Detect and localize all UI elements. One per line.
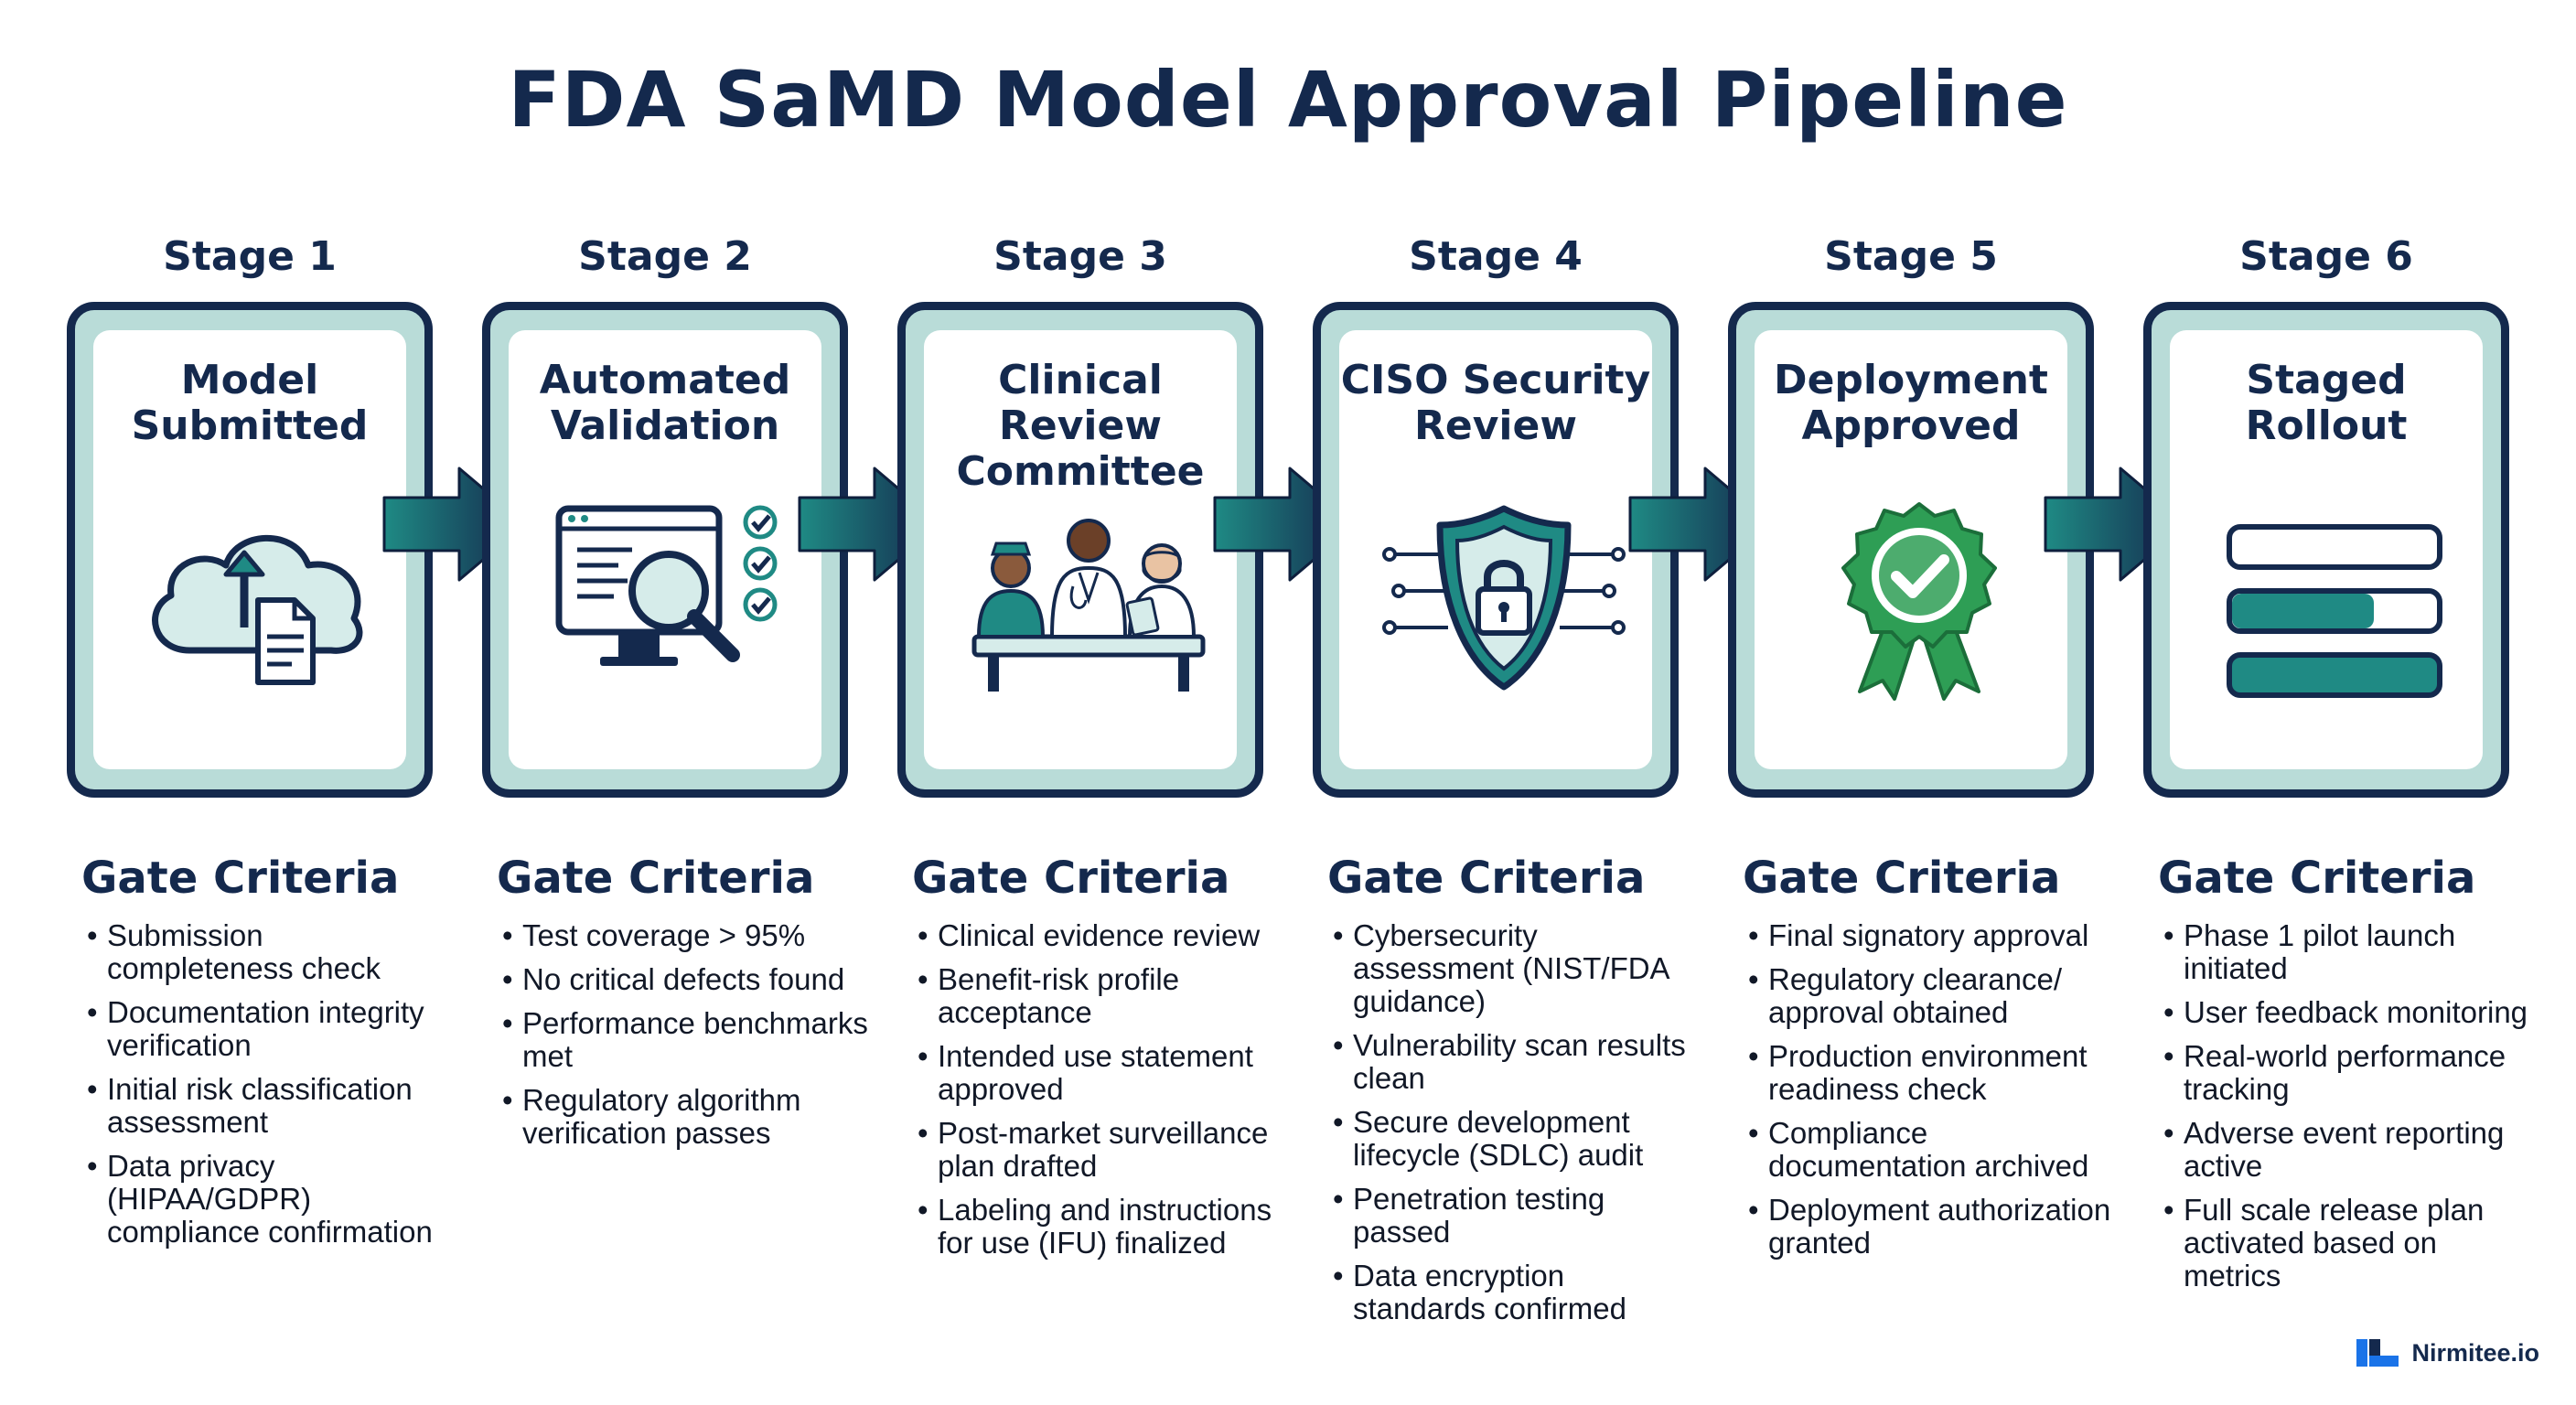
page-title: FDA SaMD Model Approval Pipeline [508,55,2068,145]
nirmitee-logo-icon [2356,1339,2399,1367]
criteria-item: Penetration testing passed [1333,1183,1699,1249]
gate-criteria-heading: Gate Criteria [81,853,400,904]
gate-criteria-list: Cybersecurity assessment (NIST/FDA guida… [1333,919,1699,1336]
gate-criteria-list: Phase 1 pilot launch initiated User feed… [2163,919,2529,1303]
criteria-item: Full scale release plan activated based … [2163,1194,2529,1292]
criteria-item: Documentation integrity verification [87,996,453,1062]
criteria-item: User feedback monitoring [2163,996,2529,1030]
criteria-item: Test coverage > 95% [502,919,868,953]
gate-criteria-heading: Gate Criteria [912,853,1230,904]
monitor-magnifier-checklist-icon [555,505,778,666]
criteria-item: Submission completeness check [87,919,453,985]
stage-card: Model Submitted [67,302,433,798]
criteria-item: Benefit-risk profile acceptance [918,963,1283,1029]
criteria-item: Real-world performance tracking [2163,1040,2529,1106]
stage-card: Automated Validation [482,302,848,798]
criteria-item: Initial risk classification assessment [87,1073,453,1139]
criteria-item: No critical defects found [502,963,868,997]
criteria-item: Intended use statement approved [918,1040,1283,1106]
stage-label: Stage 1 [163,233,337,280]
criteria-item: Post-market surveillance plan drafted [918,1117,1283,1183]
criteria-item: Phase 1 pilot launch initiated [2163,919,2529,985]
criteria-item: Cybersecurity assessment (NIST/FDA guida… [1333,919,1699,1018]
stage-label: Stage 3 [993,233,1167,280]
criteria-item: Data privacy (HIPAA/GDPR) compliance con… [87,1150,453,1249]
criteria-item: Regulatory algorithm verification passes [502,1084,868,1150]
stage-title: CISO Security Review [1340,357,1651,449]
criteria-item: Final signatory approval [1748,919,2114,953]
criteria-item: Production environment readiness check [1748,1040,2114,1106]
criteria-item: Clinical evidence review [918,919,1283,953]
stage-card: Staged Rollout [2143,302,2509,798]
brand-logo[interactable]: Nirmitee.io [2356,1335,2539,1370]
gate-criteria-heading: Gate Criteria [1327,853,1646,904]
criteria-item: Labeling and instructions for use (IFU) … [918,1194,1283,1260]
stage-title: Deployment Approved [1774,357,2048,449]
stage-label: Stage 5 [1824,233,1998,280]
stage-label: Stage 2 [578,233,752,280]
stage-title: Automated Validation [539,357,791,449]
criteria-item: Deployment authorization granted [1748,1194,2114,1260]
gate-criteria-heading: Gate Criteria [497,853,815,904]
clinicians-committee-icon [971,519,1206,692]
criteria-item: Compliance documentation archived [1748,1117,2114,1183]
gate-criteria-list: Clinical evidence review Benefit-risk pr… [918,919,1283,1271]
stage-card: Clinical Review Committee [897,302,1263,798]
criteria-item: Regulatory clearance/ approval obtained [1748,963,2114,1029]
shield-lock-circuit-icon [1382,505,1626,691]
gate-criteria-list: Test coverage > 95% No critical defects … [502,919,868,1161]
gate-criteria-heading: Gate Criteria [1743,853,2061,904]
gate-criteria-list: Final signatory approval Regulatory clea… [1748,919,2114,1271]
criteria-item: Secure development lifecycle (SDLC) audi… [1333,1106,1699,1172]
stage-title: Model Submitted [131,357,369,449]
criteria-item: Vulnerability scan results clean [1333,1029,1699,1095]
criteria-item: Data encryption standards confirmed [1333,1260,1699,1325]
cloud-upload-document-icon [152,534,363,685]
criteria-item: Performance benchmarks met [502,1007,868,1073]
stage-card: Deployment Approved [1728,302,2094,798]
stage-label: Stage 4 [1409,233,1583,280]
progress-bars-icon [2227,524,2442,698]
approval-rosette-check-icon [1841,502,1997,701]
stage-label: Stage 6 [2239,233,2413,280]
gate-criteria-heading: Gate Criteria [2158,853,2476,904]
stage-card: CISO Security Review [1313,302,1679,798]
brand-name: Nirmitee.io [2411,1338,2539,1367]
stage-title: Clinical Review Committee [956,357,1205,495]
stage-title: Staged Rollout [2245,357,2408,449]
criteria-item: Adverse event reporting active [2163,1117,2529,1183]
gate-criteria-list: Submission completeness check Documentat… [87,919,453,1260]
